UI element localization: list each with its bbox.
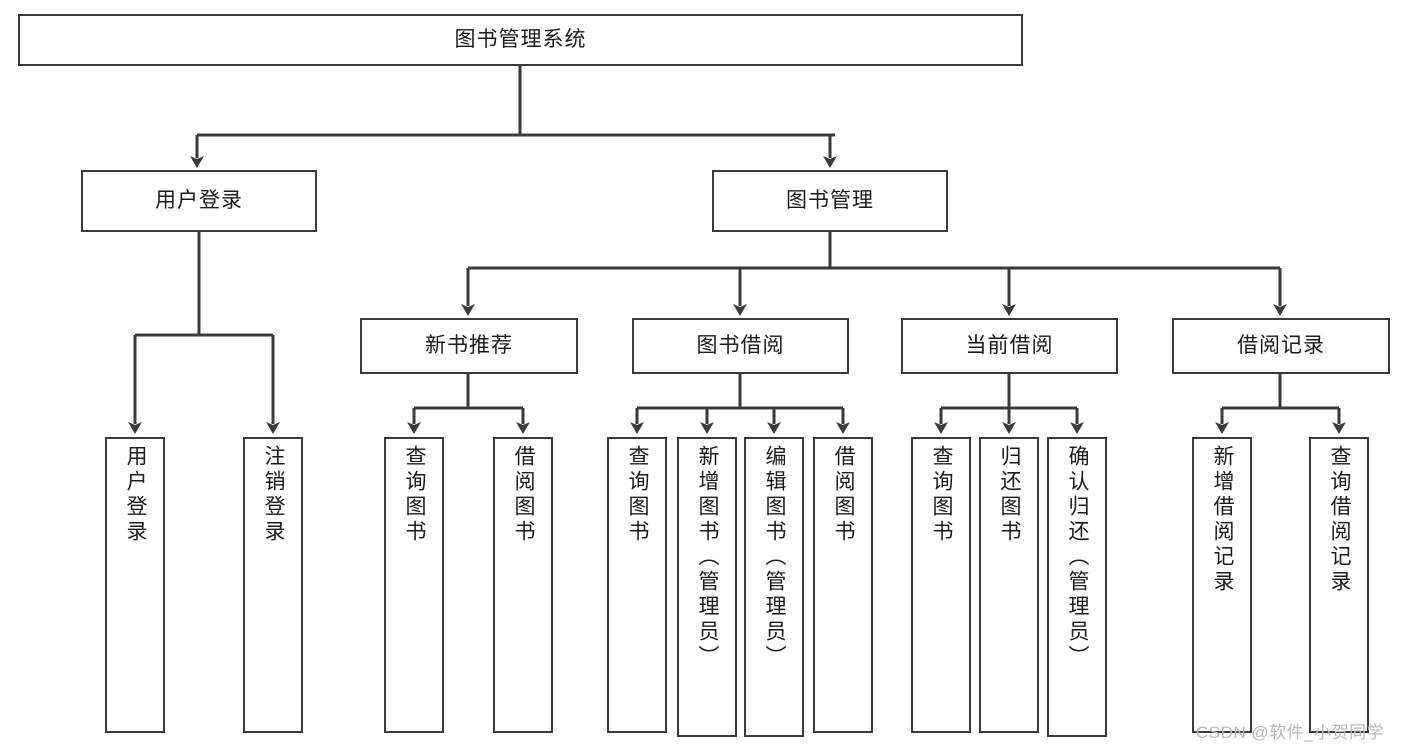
node-label: 归还图书 <box>998 445 1022 545</box>
leaf-logout-login[interactable]: 注销登录 <box>243 437 303 733</box>
node-book-borrow[interactable]: 图书借阅 <box>632 318 849 374</box>
leaf-query-book-recommend[interactable]: 查询图书 <box>384 437 444 733</box>
leaf-user-login[interactable]: 用户登录 <box>105 437 165 733</box>
csdn-watermark: CSDN @软件_小贺同学 <box>1196 723 1385 742</box>
leaf-query-book-borrow[interactable]: 查询图书 <box>607 437 667 733</box>
node-label: 图书管理系统 <box>454 27 587 51</box>
node-borrow-record[interactable]: 借阅记录 <box>1172 318 1390 374</box>
node-label: 借阅图书 <box>512 445 536 545</box>
node-label: 查询图书 <box>626 445 650 545</box>
leaf-add-book-admin[interactable]: 新增图书（管理员） <box>677 437 737 737</box>
node-label: 图书借阅 <box>696 333 785 357</box>
node-label: 确认归还（管理员） <box>1066 445 1090 670</box>
node-label: 图书管理 <box>786 188 874 212</box>
node-label: 查询图书 <box>403 445 427 545</box>
node-label: 查询借阅记录 <box>1328 445 1352 595</box>
leaf-query-book-current[interactable]: 查询图书 <box>911 437 971 733</box>
node-new-book-recommend[interactable]: 新书推荐 <box>360 318 578 374</box>
leaf-return-book[interactable]: 归还图书 <box>979 437 1039 733</box>
leaf-edit-book-admin[interactable]: 编辑图书（管理员） <box>744 437 804 737</box>
node-label: 注销登录 <box>262 445 286 545</box>
node-label: 借阅图书 <box>832 445 856 545</box>
leaf-borrow-book[interactable]: 借阅图书 <box>813 437 873 733</box>
node-root-book-management-system[interactable]: 图书管理系统 <box>18 14 1023 66</box>
leaf-query-borrow-record[interactable]: 查询借阅记录 <box>1309 437 1369 733</box>
leaf-borrow-book-recommend[interactable]: 借阅图书 <box>493 437 553 733</box>
node-label: 新增借阅记录 <box>1211 445 1235 595</box>
node-label: 查询图书 <box>930 445 954 545</box>
leaf-confirm-return-admin[interactable]: 确认归还（管理员） <box>1047 437 1107 737</box>
node-label: 编辑图书（管理员） <box>763 445 787 670</box>
node-label: 用户登录 <box>124 445 148 545</box>
node-label: 借阅记录 <box>1237 333 1325 357</box>
node-label: 当前借阅 <box>965 333 1054 357</box>
node-label: 用户登录 <box>155 188 243 212</box>
node-user-login[interactable]: 用户登录 <box>81 170 317 232</box>
node-label: 新增图书（管理员） <box>696 445 720 670</box>
node-book-management[interactable]: 图书管理 <box>712 170 948 232</box>
node-current-borrow[interactable]: 当前借阅 <box>901 318 1118 374</box>
node-label: 新书推荐 <box>425 333 513 357</box>
leaf-add-borrow-record[interactable]: 新增借阅记录 <box>1192 437 1252 733</box>
